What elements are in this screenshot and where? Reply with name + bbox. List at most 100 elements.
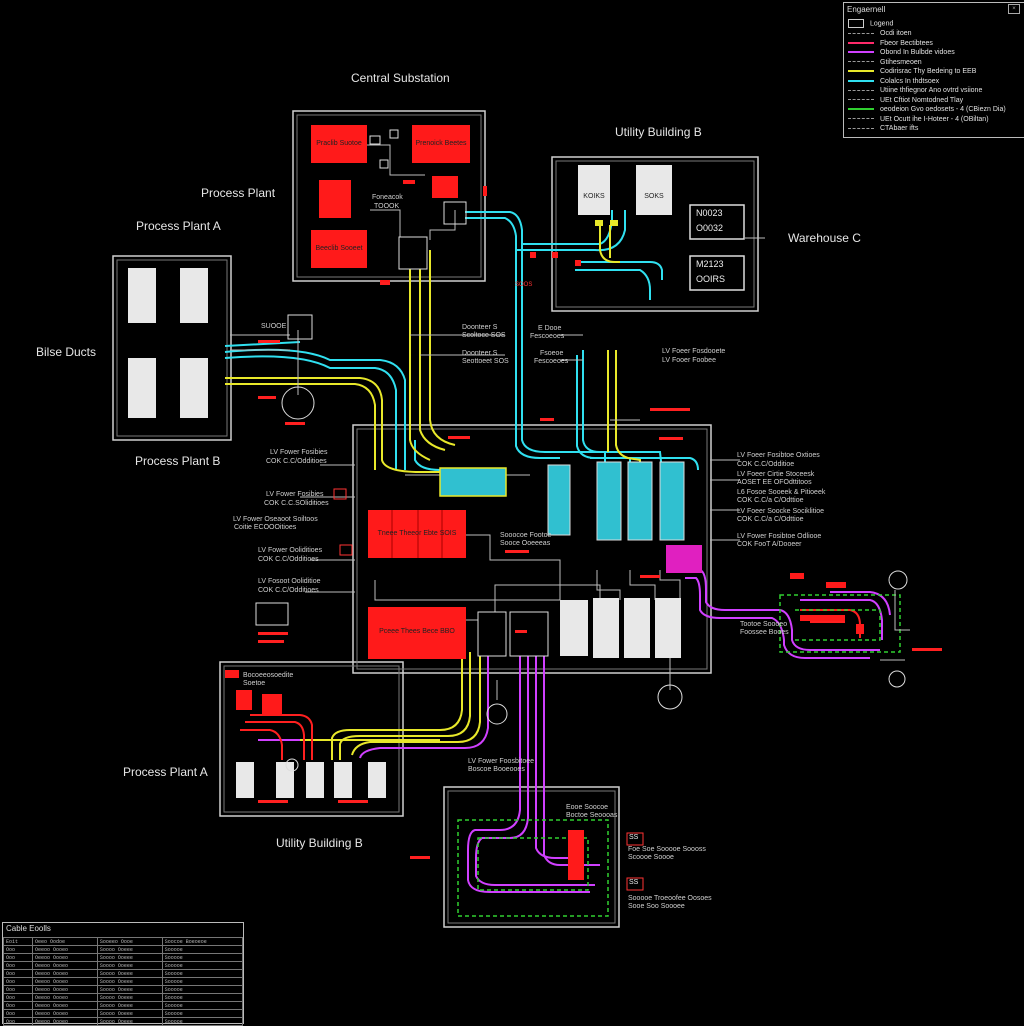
- legend-swatch-icon: [848, 89, 874, 91]
- label-utility-building-b-bottom: Utility Building B: [276, 836, 363, 850]
- mid-label-11-l2: Scoooe Soooe: [628, 854, 674, 861]
- mid-label-1-l2: Scoltoce SOS: [462, 332, 506, 339]
- main-switchroom-equipment: [255, 461, 702, 725]
- legend-heading: Logend: [848, 19, 893, 29]
- right-label-4-l1: LV Foeer Soocke Sociklitioe: [737, 508, 825, 515]
- cable-table-cell: Sooooe: [161, 1017, 244, 1026]
- utility-equipment: [530, 165, 745, 291]
- right-label-1-l1: LV Foeer Fosibtoe Oxtioes: [737, 452, 820, 459]
- legend-row: CTAbaer ifts: [848, 125, 918, 135]
- cable-table-cell: Sooooe: [161, 977, 244, 986]
- substation-box-2-label: Prenoick Beetes: [415, 140, 467, 147]
- cable-table-header-cell: Sooeeo Oooe: [96, 937, 163, 946]
- legend-row-label: Colalcs In thdtsoex: [880, 77, 940, 85]
- magenta-cables: [258, 569, 891, 893]
- legend-row-label: UEt Cftiot Nomtodned Tlay: [880, 96, 964, 104]
- green-boundaries: [457, 594, 901, 917]
- legend-swatch-icon: [848, 61, 874, 63]
- cable-table-cell: Sooooe: [161, 993, 244, 1002]
- cable-table-cell: Ooo: [2, 953, 34, 962]
- side-label-4-l1: LV Fower Ooliditioes: [258, 547, 323, 554]
- cable-table-header-cell: Eoit: [2, 937, 34, 946]
- side-label-1-l1: LV Fower Fosibies: [270, 449, 328, 456]
- mid-label-6-l2: Boscoe Booeooes: [468, 766, 525, 773]
- side-label-3-l1: LV Fower Oseaoot Soiltoos: [233, 516, 318, 523]
- side-label-2-l1: LV Fower Fosibies: [266, 491, 324, 498]
- right-label-5-l1: LV Fower Fosibtoe Odliooe: [737, 533, 822, 540]
- cable-table-cell: Sooooe: [161, 953, 244, 962]
- tag-ss-1: SS: [629, 834, 639, 841]
- cable-table-cell: Soooo Ooeee: [96, 993, 163, 1002]
- main-box-2-label: Pceee Thees Bece BBO: [379, 628, 455, 635]
- close-icon[interactable]: ×: [1008, 4, 1020, 14]
- control-wiring: [230, 144, 910, 700]
- mid-label-3-l2: Seottoeet SOS: [462, 358, 509, 365]
- cable-table-cell: Soooo Ooeee: [96, 1017, 163, 1026]
- cable-table-cell: Ooo: [2, 985, 34, 994]
- process-plant-a-outline: [112, 255, 232, 441]
- legend-row: Obond In Bulbde vidoes: [848, 49, 955, 59]
- plant-a-node-label: SUOOE: [261, 323, 287, 330]
- legend-row-label: Ocdi itoen: [880, 30, 912, 37]
- cable-table-cell: Oeeoo Oooeo: [32, 993, 98, 1002]
- warehouse-box-2-line-1: M2123: [696, 259, 724, 269]
- cable-table-cell: Oeeoo Oooeo: [32, 969, 98, 978]
- main-switchroom-outline: [352, 424, 712, 674]
- side-label-3-l2: Coitie ECOOOitioes: [234, 524, 297, 531]
- cable-table-cell: Soooo Ooeee: [96, 1009, 163, 1018]
- cable-table-cell: Soooo Ooeee: [96, 953, 163, 962]
- label-process-plant-b: Process Plant B: [135, 454, 221, 468]
- utility-box-2-label: SOKS: [644, 193, 664, 200]
- cable-table-cell: Soooo Ooeee: [96, 985, 163, 994]
- cable-table-cell: Sooooe: [161, 945, 244, 954]
- label-process-plant: Process Plant: [201, 186, 276, 200]
- mid-label-11-l1: Foe Soe Sooooe Soooss: [628, 846, 706, 853]
- cable-table-cell: Oeeoo Oooeo: [32, 977, 98, 986]
- substation-equipment: [311, 125, 487, 284]
- mid-label-8-l2: Sooce Ooeeeas: [500, 540, 551, 547]
- side-label-5-l1: LV Fosoot Ooliditioe: [258, 578, 321, 585]
- legend-row-label: Fbeor Bectibtees: [880, 39, 933, 47]
- mid-label-9-l1: Bocoeeosoedite: [243, 672, 294, 679]
- tag-ss-2: SS: [629, 879, 639, 886]
- legend-row: Ocdi itoen: [848, 30, 912, 40]
- mid-label-9-l2: Soetoe: [243, 680, 266, 687]
- label-utility-building-b-top: Utility Building B: [615, 125, 702, 139]
- cable-table-cell: Oeeoo Oooeo: [32, 1001, 98, 1010]
- legend-row: Fbeor Bectibtees: [848, 40, 933, 50]
- cable-table-cell: Ooo: [2, 1001, 34, 1010]
- mid-label-12-l1: Sooooe Troeoofee Oosoes: [628, 895, 712, 902]
- main-box-1-label: Tneee Theeor Ebte SOIS: [377, 530, 457, 537]
- utility-building-b-bottom-outline: [443, 786, 620, 928]
- legend-row: oeodeion Gvo oedosets - 4 (CBiezn Dia): [848, 106, 1006, 116]
- cyan-cables: [224, 210, 699, 471]
- cable-table-cell: Sooooe: [161, 1009, 244, 1018]
- legend-row-label: oeodeion Gvo oedosets - 4 (CBiezn Dia): [880, 106, 1006, 113]
- red-markers: [258, 282, 942, 859]
- cable-table-cell: Sooooe: [161, 961, 244, 970]
- legend-row-label: Utiine thfiegnor Ano ovtrd vsiione: [880, 87, 983, 94]
- mid-label-8-l1: Sooocoe Footoe: [500, 532, 552, 539]
- legend-swatch-icon: [848, 99, 874, 101]
- warehouse-box-1-line-2: O0032: [696, 223, 724, 233]
- cable-table-cell: Oeeoo Oooeo: [32, 985, 98, 994]
- side-label-4-l2: COK C.C/Odditioes: [258, 556, 319, 563]
- label-process-plant-a-bottom: Process Plant A: [123, 765, 208, 779]
- legend-row-label: Codirisrac Thy Bedeing to EEB: [880, 68, 977, 75]
- substation-box-3-label: Beeclib Sooeet: [315, 245, 363, 252]
- legend-row-label: CTAbaer ifts: [880, 125, 919, 132]
- side-label-5-l2: COK C.C/Odditioes: [258, 587, 319, 594]
- right-label-4-l2: COK C.C/a C/Odttioe: [737, 516, 804, 523]
- cable-table-cell: Sooooe: [161, 985, 244, 994]
- cable-table-cell: Soooo Ooeee: [96, 969, 163, 978]
- substation-box-1-label: Praclib Suotoe: [316, 140, 362, 147]
- cable-table-cell: Ooo: [2, 993, 34, 1002]
- warehouse-box-2-line-2: OOIRS: [696, 274, 726, 284]
- right-label-2-l1: LV Foeer Cirtie Stoceesk: [737, 471, 815, 478]
- cable-table-title: Cable Eoolls: [6, 924, 51, 933]
